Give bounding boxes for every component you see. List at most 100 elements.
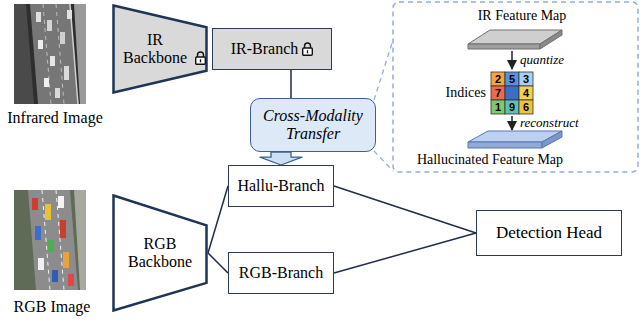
index-digit: 6 xyxy=(523,101,529,113)
index-digit: 2 xyxy=(495,73,501,85)
infrared-image xyxy=(74,4,86,104)
ir-feature-slab xyxy=(468,44,540,49)
process-arrow xyxy=(511,51,513,69)
hallucinated-feature-slab xyxy=(468,142,542,148)
connector xyxy=(290,70,292,98)
lock-icon xyxy=(305,43,311,48)
rgb-image xyxy=(35,226,41,240)
rgb-image xyxy=(52,270,58,282)
index-grid xyxy=(519,86,533,100)
node-content: Detection Head xyxy=(496,224,602,243)
rgb-image xyxy=(68,274,74,286)
index-grid xyxy=(505,100,519,114)
node-content: Hallu-Branch xyxy=(237,177,324,195)
node-label: IR Backbone xyxy=(119,31,191,66)
rgb-image xyxy=(74,190,86,290)
index-grid xyxy=(519,100,533,114)
infrared-image xyxy=(44,78,49,87)
infrared-image xyxy=(14,4,34,104)
connector xyxy=(208,186,228,253)
node-content: RGB-Branch xyxy=(239,264,323,282)
detail-frame xyxy=(374,151,393,171)
index-grid xyxy=(491,86,505,100)
ir-feature-slab xyxy=(468,30,562,49)
infrared-image xyxy=(64,66,69,80)
infrared-image xyxy=(47,20,52,31)
index-grid xyxy=(519,72,533,86)
map-label: IR Feature Map xyxy=(478,8,567,23)
infrared-image xyxy=(14,4,86,104)
lock-icon xyxy=(302,42,313,56)
node-label: Hallu-Branch xyxy=(237,177,324,195)
node-label: RGB Backbone xyxy=(124,235,196,270)
trapezoid-outline xyxy=(114,196,207,311)
detail-frame xyxy=(374,2,638,172)
infrared-image xyxy=(50,56,55,66)
connector xyxy=(334,233,476,273)
node-label: RGB-Branch xyxy=(239,264,323,282)
index-grid xyxy=(491,72,533,114)
lock-icon xyxy=(307,50,308,53)
rgb-image xyxy=(45,204,51,220)
detail-frame xyxy=(374,40,393,100)
infrared-image xyxy=(43,4,51,104)
node-content: RGB Backbone xyxy=(124,235,196,270)
lock-icon xyxy=(195,51,206,65)
lock-icon xyxy=(303,48,313,55)
index-grid xyxy=(505,72,519,86)
rgb-image xyxy=(14,190,86,290)
infrared-image xyxy=(60,32,65,44)
map-label: Hallucinated Feature Map xyxy=(417,152,563,167)
index-grid xyxy=(491,100,505,114)
index-grid xyxy=(505,86,519,100)
connector xyxy=(334,186,476,233)
ir-feature-slab xyxy=(540,30,562,49)
connector xyxy=(208,253,228,273)
transfer-arrow xyxy=(260,152,302,165)
infrared-image xyxy=(67,10,72,19)
rgb-image xyxy=(58,196,64,208)
node-content: IR-Branch xyxy=(231,40,314,58)
image-caption: Infrared Image xyxy=(7,109,103,127)
index-digit: 7 xyxy=(495,87,501,99)
step-label: quantize xyxy=(520,53,564,67)
image-caption: RGB Image xyxy=(14,298,91,316)
branch-box: IR-Branch xyxy=(212,28,332,70)
transfer-box: Cross-Modality Transfer xyxy=(250,98,376,152)
rgb-image xyxy=(14,190,86,290)
infrared-image xyxy=(14,4,86,104)
index-digit: 3 xyxy=(523,73,529,85)
lock-icon xyxy=(200,59,201,62)
index-digit: 4 xyxy=(523,87,529,99)
index-digit: 9 xyxy=(509,101,515,113)
lock-icon xyxy=(196,57,206,64)
trapezoid-outline xyxy=(114,6,207,93)
rgb-image xyxy=(63,252,69,268)
detail-frame xyxy=(393,2,638,172)
hallucinated-feature-slab xyxy=(468,131,562,148)
index-digit: 5 xyxy=(509,73,515,85)
branch-box: Hallu-Branch xyxy=(228,165,334,207)
node-content: IR Backbone xyxy=(119,31,206,66)
map-label: Indices xyxy=(446,85,486,100)
infrared-image xyxy=(30,4,78,104)
infrared-image xyxy=(56,4,64,104)
infrared-image xyxy=(38,40,43,49)
hallucinated-feature-slab xyxy=(542,131,562,148)
head-box: Detection Head xyxy=(476,210,622,256)
backbone-encoder: IR Backbone xyxy=(112,4,213,94)
index-grid xyxy=(491,72,505,86)
backbone-encoder: RGB Backbone xyxy=(112,194,208,312)
node-content: Cross-Modality Transfer xyxy=(257,107,369,142)
rgb-image xyxy=(48,240,54,252)
process-arrow xyxy=(511,116,513,130)
step-label: reconstruct xyxy=(520,116,579,130)
rgb-image xyxy=(38,258,44,270)
node-label: IR-Branch xyxy=(231,40,299,58)
rgb-image xyxy=(60,220,66,238)
rgb-image xyxy=(28,190,78,290)
infrared-image xyxy=(36,12,41,22)
rgb-image xyxy=(32,198,38,210)
infrared-image xyxy=(55,88,60,98)
node-label: Cross-Modality Transfer xyxy=(257,107,369,142)
